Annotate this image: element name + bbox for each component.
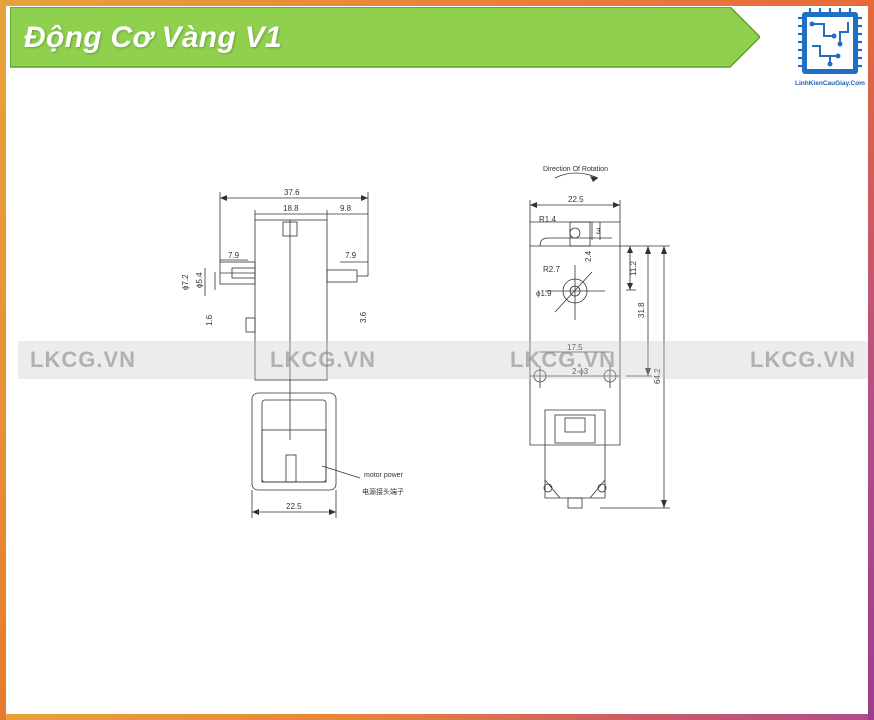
brand-logo: LinhKienCauGiay.Com [794,6,866,90]
dim-left-small: 1.6 [205,314,214,326]
watermark-4: LKCG.VN [750,347,856,372]
dim-overall-width: 37.6 [284,188,300,197]
dim-right-small: 3.6 [359,311,368,323]
rotation-arrow [554,172,599,179]
dim-right-offset: 9.8 [340,204,352,213]
dim-hole-dia: 2-ϕ3 [572,367,589,376]
side-top-notch [282,221,298,237]
direction-label: Direction Of Rotation [543,166,608,173]
note-motor-power-zh: 电源接头端子 [362,487,404,496]
note-motor-power: motor power [364,472,404,479]
dim-shaft-dia-outer: ϕ7.2 [181,274,190,290]
dim-left-shaft: 7.9 [228,251,240,260]
dim-top-width: 22.5 [568,195,584,204]
frame-left-edge [0,0,6,720]
front-body [529,221,621,446]
dim-hole-spacing: 17.5 [567,343,583,352]
dim-top-gap: 2.4 [584,250,593,262]
side-body [254,219,328,381]
title-banner: Động Cơ Vàng V1 [10,7,760,68]
dim-bottom-width: 22.5 [286,502,302,511]
right-shaft [326,269,358,283]
watermark-2: LKCG.VN [270,347,376,372]
watermark-band [18,341,868,379]
dim-center-dia: ϕ1.9 [536,289,552,298]
watermark-1: LKCG.VN [30,347,136,372]
dim-overall-height: 64.2 [653,368,662,384]
frame-bottom-edge [0,714,874,720]
dim-shaft-dia-inner: ϕ5.4 [195,272,204,288]
front-motor-can [544,409,606,499]
page-title: Động Cơ Vàng V1 [24,21,282,54]
frame-right-edge [868,0,874,720]
dim-r-center: R2.7 [543,265,560,274]
dim-top-hole: 3 [596,227,601,236]
logo-caption: LinhKienCauGiay.Com [795,80,865,87]
side-motor-can [251,392,337,491]
top-hole [569,227,581,239]
dim-right-upper: 11.2 [629,260,638,276]
dim-right-mid: 31.8 [637,302,646,318]
dim-r-top: R1.4 [539,215,556,224]
motor-terminal [285,454,297,483]
watermark-3: LKCG.VN [510,347,616,372]
dim-half-width: 18.8 [283,204,299,213]
frame-top-edge [0,0,874,6]
dim-right-shaft: 7.9 [345,251,357,260]
